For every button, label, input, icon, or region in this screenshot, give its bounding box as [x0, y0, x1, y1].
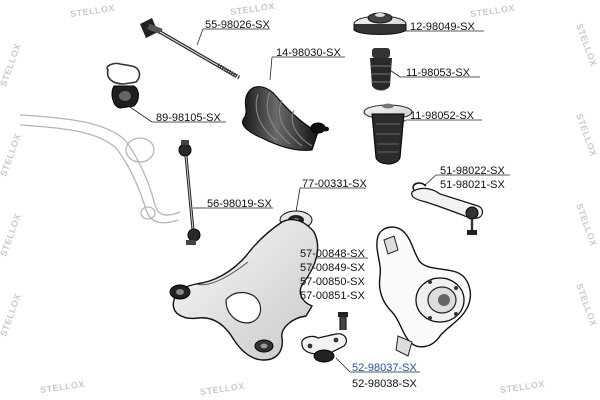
strut-mount-top — [353, 12, 407, 35]
boot-rings — [376, 123, 400, 153]
part-label: 51-98022-SX — [440, 165, 505, 177]
part-label: 11-98053-SX — [406, 67, 471, 79]
part-label: 52-98038-SX — [352, 378, 417, 390]
stabilizer-bushing-ghost — [125, 137, 155, 163]
link-bottom-nut — [186, 240, 196, 245]
part-label: 57-00851-SX — [300, 290, 365, 302]
mount-bolt-hole — [375, 13, 385, 17]
outer-tie-rod-nut — [467, 230, 477, 235]
bump-stop-ribs — [371, 65, 391, 83]
stabilizer-bar-outline — [19, 114, 181, 216]
tie-rod-joint — [147, 23, 163, 35]
link-bottom-ball — [187, 228, 201, 242]
bump-stop — [370, 48, 392, 91]
knuckle-upper-ear — [383, 235, 399, 255]
link-top-ball — [178, 143, 192, 157]
boot-pleats — [255, 91, 313, 147]
bushing-bracket — [106, 62, 141, 85]
link-rod-highlight — [185, 155, 194, 231]
ball-joint-nut — [338, 312, 348, 317]
hub-bolt — [454, 312, 458, 316]
ball-joint-stud — [339, 315, 347, 330]
part-label: 51-98021-SX — [440, 179, 505, 191]
stabilizer-bar-outline — [19, 124, 179, 224]
part-label: 57-00849-SX — [300, 262, 365, 274]
outer-tie-rod-ball — [465, 206, 479, 220]
hub-bolt — [428, 316, 432, 320]
leader-line — [126, 104, 153, 123]
hub-bolt — [428, 280, 432, 284]
leader-line — [335, 357, 351, 373]
tie-rod-thread — [216, 63, 242, 80]
outer-tie-rod-thread — [412, 182, 427, 191]
control-arm-body — [172, 218, 319, 361]
bushing-hole — [119, 91, 131, 101]
tie-rod-inner — [140, 18, 242, 80]
stabilizer-bushing — [106, 62, 141, 109]
bump-stop-top — [372, 48, 390, 58]
mount-rubber — [353, 24, 407, 35]
boot-small-end — [310, 122, 326, 134]
part-label: 12-98049-SX — [410, 21, 475, 33]
outer-tie-rod-body — [411, 187, 484, 219]
front-bushing-bore — [176, 289, 184, 295]
boot-top-hole — [382, 103, 394, 109]
boot-tube — [371, 113, 405, 165]
control-arm-cutout — [225, 291, 262, 324]
link-top-nut — [181, 140, 189, 145]
part-label-highlighted: 52-98037-SX — [352, 362, 417, 374]
leader-line — [269, 56, 273, 81]
stabilizer-end-ghost — [140, 206, 156, 220]
control-arm-edge — [195, 261, 249, 286]
part-label: 11-98052-SX — [410, 110, 475, 122]
stabilizer-link — [178, 140, 201, 245]
stabilizer-bar-ghost — [19, 114, 181, 224]
rear-mount-bushing-bore — [260, 343, 268, 349]
leader-line — [196, 28, 204, 46]
part-label: 56-98019-SX — [207, 198, 272, 210]
ball-joint — [301, 312, 348, 363]
tie-rod-shaft-highlight — [159, 31, 237, 77]
part-label: 89-98105-SX — [156, 112, 221, 124]
ball-joint-boot — [313, 349, 335, 363]
part-label: 55-98026-SX — [205, 19, 270, 31]
ball-joint-hole — [333, 337, 339, 343]
leader-line — [295, 187, 301, 213]
control-arm — [169, 218, 319, 361]
part-label: 14-98030-SX — [276, 47, 341, 59]
boot-clamp — [323, 126, 329, 132]
knuckle-lower-ear — [395, 335, 413, 357]
hub-bore — [438, 294, 450, 306]
ball-joint-hole — [307, 343, 313, 349]
leader-line — [423, 174, 437, 187]
shock-boot — [363, 103, 413, 165]
hub-bolt — [454, 286, 458, 290]
tie-rod-outer — [411, 182, 484, 235]
part-label: 57-00848-SX — [300, 248, 365, 260]
steering-boot — [242, 86, 329, 151]
part-label: 77-00331-SX — [302, 178, 367, 190]
steering-knuckle — [376, 226, 472, 357]
part-label: 57-00850-SX — [300, 276, 365, 288]
